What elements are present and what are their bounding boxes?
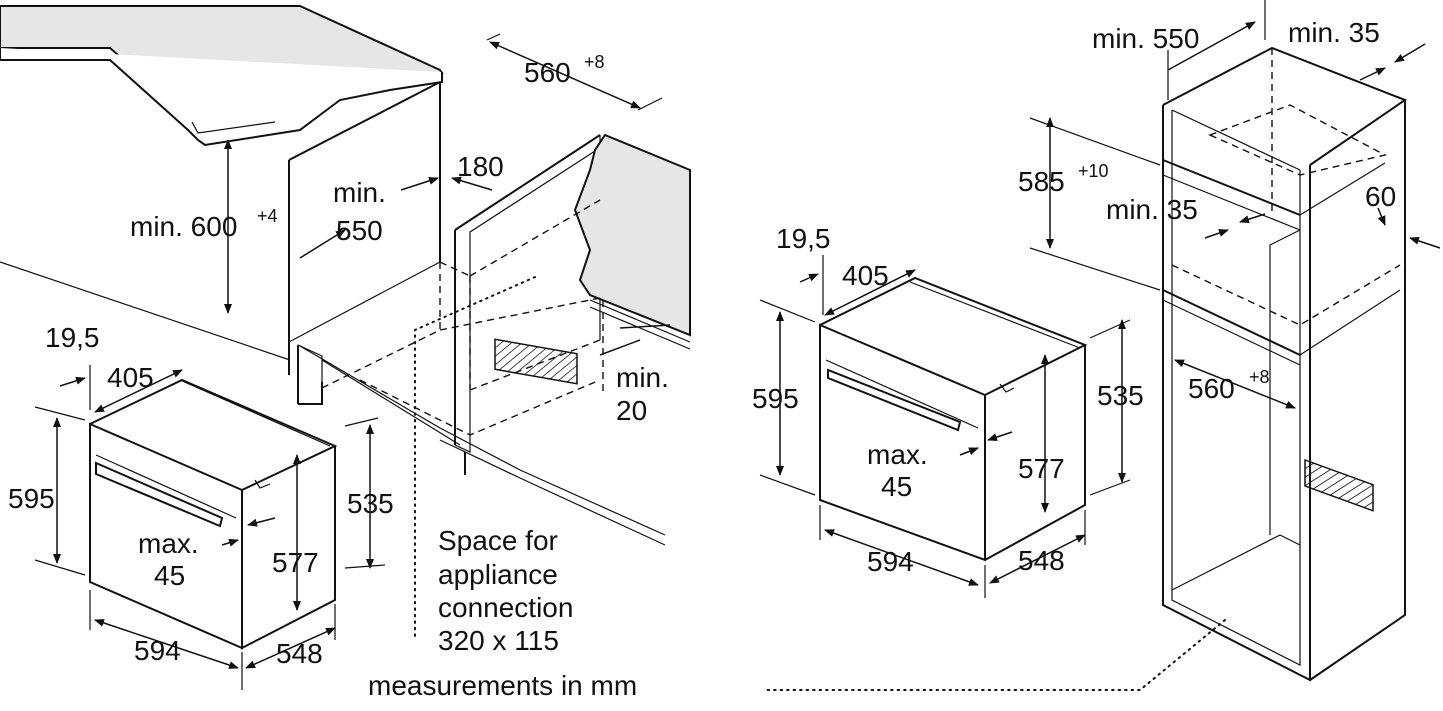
right-handle-prefix: max. — [867, 439, 928, 470]
left-oven-width: 594 — [134, 635, 181, 666]
rear-gap-label: 60 — [1365, 181, 1396, 212]
right-connection-line — [764, 619, 1226, 691]
left-connection-area — [494, 338, 578, 385]
min-gap-value: 20 — [616, 395, 647, 426]
right-min-side: min. 35 — [1288, 17, 1380, 48]
niche-width-label: 560 — [1188, 373, 1235, 404]
left-connection-line — [414, 276, 536, 641]
space-note-line-3: connection — [438, 592, 573, 623]
measurements-note: measurements in mm — [368, 670, 637, 701]
space-note-line-4: 320 x 115 — [438, 625, 559, 656]
right-oven-body-height: 577 — [1018, 453, 1065, 484]
right-diagram — [759, 0, 1441, 691]
niche-height-tolerance: +10 — [1078, 161, 1109, 181]
space-note-line-1: Space for — [438, 525, 558, 556]
min-depth-value: 550 — [336, 215, 383, 246]
left-handle-value: 45 — [154, 560, 185, 591]
left-niche-dashed — [321, 199, 604, 436]
right-front-depth: 405 — [842, 260, 889, 291]
left-oven-height: 595 — [8, 483, 55, 514]
left-oven-depth: 548 — [276, 638, 323, 669]
connection-offset-label: 180 — [457, 151, 504, 182]
left-diagram — [0, 5, 691, 690]
right-oven-depth: 548 — [1018, 545, 1065, 576]
left-oven-inner-height: 535 — [347, 488, 394, 519]
niche-height-label: 585 — [1018, 166, 1065, 197]
right-min-depth: min. 550 — [1092, 23, 1199, 54]
tall-cabinet — [1162, 46, 1408, 682]
min-height-label: min. 600 — [130, 211, 237, 242]
cabinet-width-tolerance: +8 — [584, 52, 605, 72]
right-depth-offset: 19,5 — [776, 223, 831, 254]
space-note: Space for appliance connection 320 x 115 — [438, 525, 573, 656]
left-handle-prefix: max. — [138, 528, 199, 559]
min-gap-prefix: min. — [616, 362, 669, 393]
left-wall — [573, 133, 691, 350]
worktop — [0, 5, 444, 147]
tall-cabinet-dashed — [1171, 48, 1401, 326]
left-oven-dimensions — [34, 365, 386, 690]
space-note-line-2: appliance — [438, 559, 558, 590]
right-handle-value: 45 — [881, 471, 912, 502]
cabinet-width-label: 560 — [524, 57, 571, 88]
right-connection-area — [1304, 458, 1374, 512]
left-depth-offset: 19,5 — [45, 322, 100, 353]
right-oven-height: 595 — [752, 383, 799, 414]
min-height-tolerance: +4 — [257, 206, 278, 226]
niche-width-tolerance: +8 — [1249, 367, 1270, 387]
left-front-depth: 405 — [107, 362, 154, 393]
left-oven — [89, 378, 338, 650]
min-depth-prefix: min. — [333, 177, 386, 208]
left-dimension-lines — [224, 33, 671, 356]
left-cabinet — [288, 81, 461, 446]
right-oven-width: 594 — [867, 546, 914, 577]
right-dimensions — [759, 0, 1441, 598]
right-oven-inner-height: 535 — [1097, 380, 1144, 411]
left-oven-body-height: 577 — [272, 547, 319, 578]
right-min-rear: min. 35 — [1106, 194, 1198, 225]
